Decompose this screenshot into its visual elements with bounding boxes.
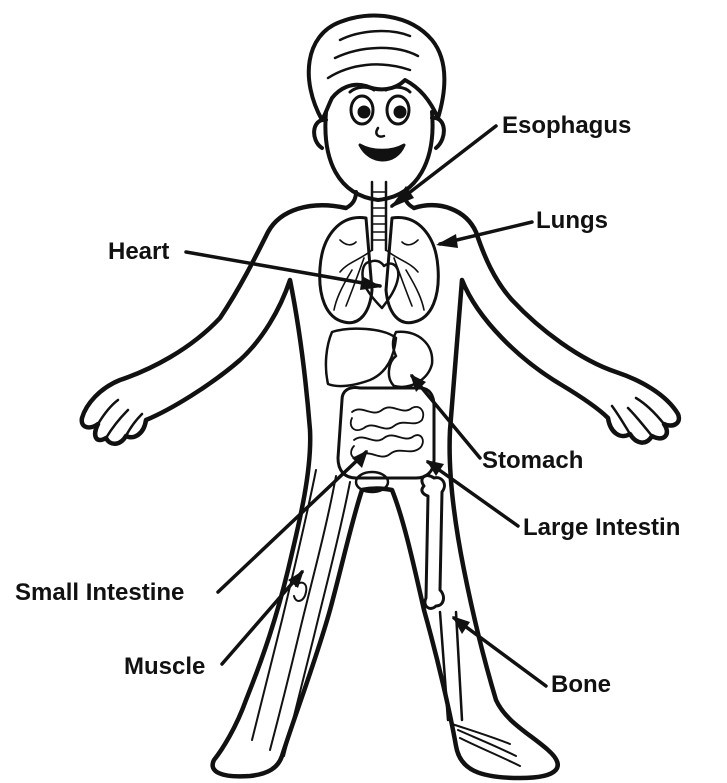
label-muscle: Muscle <box>124 655 205 679</box>
shin-bone <box>440 612 462 720</box>
hair-strands <box>328 31 418 78</box>
label-pointers <box>186 126 546 686</box>
left-hand-fingers <box>98 400 142 438</box>
label-bone: Bone <box>551 673 611 697</box>
liver <box>326 329 396 386</box>
label-small-intestine: Small Intestine <box>15 581 184 605</box>
label-esophagus: Esophagus <box>502 114 631 138</box>
right-lung <box>386 218 438 323</box>
lung-bronchi <box>334 240 424 310</box>
label-stomach: Stomach <box>482 449 583 473</box>
left-lung <box>320 218 372 323</box>
right-pupil <box>394 106 406 118</box>
left-pupil <box>358 106 370 118</box>
lungs-arrowhead <box>436 234 458 248</box>
femur-bone <box>422 476 445 609</box>
heart-pointer <box>186 252 380 286</box>
right-hand-fingers <box>612 398 664 436</box>
bone-pointer <box>454 618 546 686</box>
small-intestine-organ <box>351 407 424 458</box>
mouth <box>360 145 404 160</box>
label-large-intestine: Large Intestin <box>523 516 680 540</box>
nose <box>376 128 384 137</box>
muscle-pointer <box>222 572 302 664</box>
label-lungs: Lungs <box>536 209 608 233</box>
bone-arrowhead <box>452 616 470 634</box>
label-heart: Heart <box>108 240 169 264</box>
small-intestine-pointer <box>218 452 366 592</box>
